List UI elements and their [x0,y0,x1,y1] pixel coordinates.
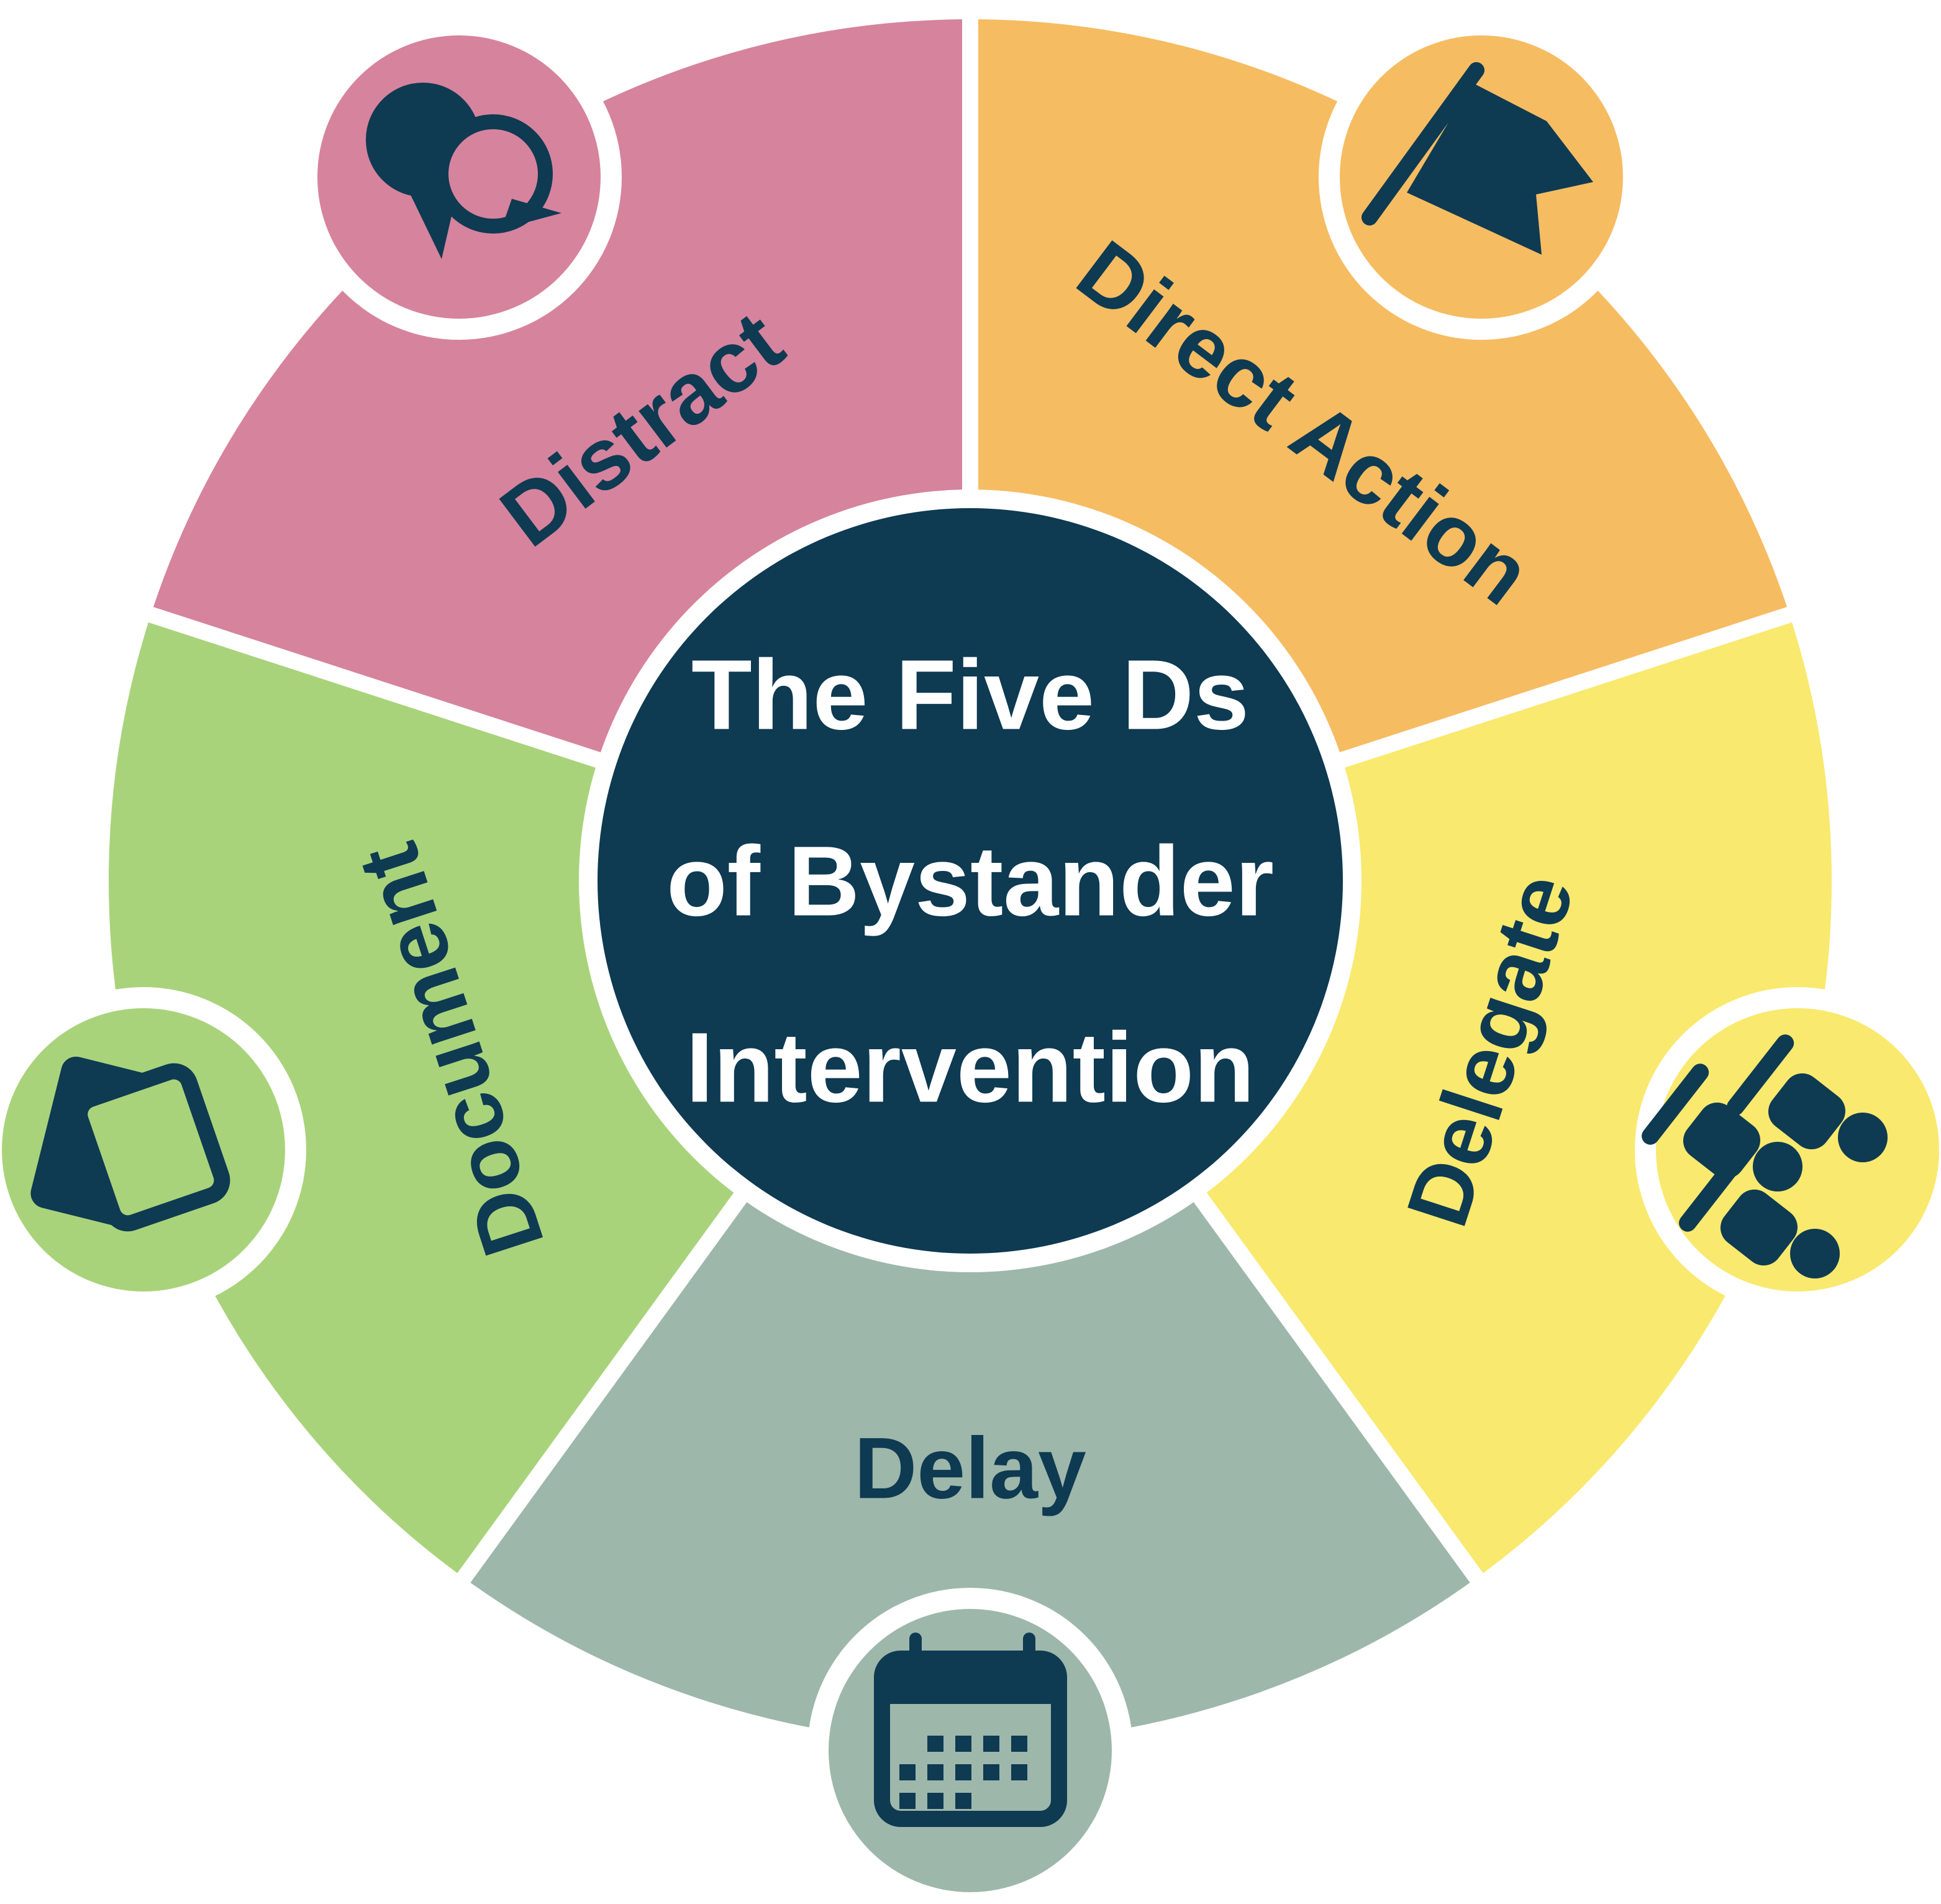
delegate-badge [1635,987,1941,1313]
delay-badge [807,1588,1133,1904]
segment-label-delay: Delay [854,1419,1086,1517]
flag-icon [1361,62,1593,255]
direct-action-badge [1319,14,1644,340]
document-badge [0,987,306,1313]
center-title-line1: The Five Ds [691,639,1249,750]
calendar-icon [874,1633,1067,1827]
center-title: The Five Ds of Bystander Intervention [666,639,1274,1123]
distract-badge [296,14,622,340]
center-circle [598,508,1343,1254]
team-icon [1642,1034,1888,1278]
center-title-line2: of Bystander [666,826,1274,937]
speech-bubbles-icon [366,83,561,259]
center-title-line3: Intervention [686,1012,1255,1123]
center-core: The Five Ds of Bystander Intervention [579,490,1361,1272]
documents-icon [30,1056,230,1232]
